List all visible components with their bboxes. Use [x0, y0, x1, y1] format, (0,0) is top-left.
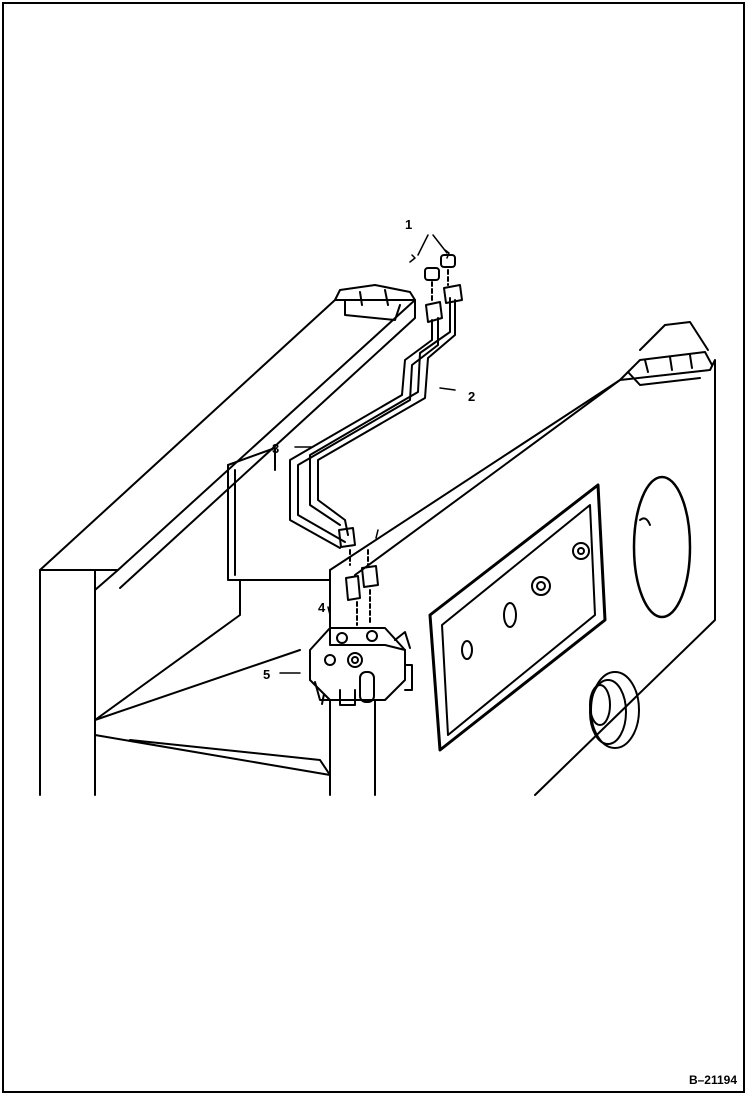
- round-opening: [632, 475, 692, 619]
- right-frame-panel: [329, 321, 716, 796]
- grommet: [589, 671, 640, 749]
- tube-line-icon: [289, 297, 456, 549]
- leader-lines: [279, 234, 456, 674]
- back-panel: [94, 447, 376, 796]
- callout-4: 4: [318, 600, 326, 615]
- callout-5: 5: [263, 667, 270, 682]
- callout-1: 1: [405, 217, 412, 232]
- cap-plug-icon: [338, 254, 463, 626]
- callout-3: 3: [272, 441, 279, 456]
- figure-id: B–21194: [688, 1073, 737, 1087]
- callout-2: 2: [468, 389, 475, 404]
- hydraulic-valve-icon: [309, 627, 413, 706]
- access-cover-plate: [428, 483, 607, 752]
- left-frame-rail: [39, 284, 416, 796]
